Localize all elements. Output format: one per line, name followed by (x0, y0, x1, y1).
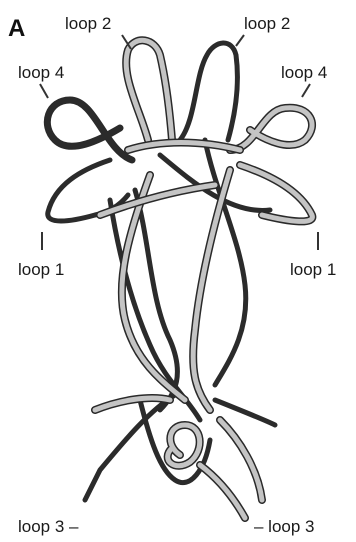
pointer-loop2-right (236, 35, 244, 46)
dark-strand-loop4 (47, 100, 132, 160)
label-loop4-left: loop 4 (18, 63, 64, 82)
label-loop1-left: loop 1 (18, 260, 64, 279)
label-loop1-right: loop 1 (290, 260, 336, 279)
light-strand-loop4 (230, 108, 312, 150)
pointer-loop4-left (40, 84, 48, 98)
label-loop3-left: loop 3 – (18, 517, 79, 536)
light-strand-loop1 (240, 165, 312, 221)
dark-chain (47, 43, 275, 500)
label-loop2-left: loop 2 (65, 14, 111, 33)
pointer-loop4-right (302, 84, 310, 97)
dark-strand-loop2 (180, 43, 237, 140)
label-loop3-right: – loop 3 (254, 517, 315, 536)
label-loop2-right: loop 2 (244, 14, 290, 33)
label-loop4-right: loop 4 (281, 63, 327, 82)
light-strand-loop2 (126, 40, 172, 140)
panel-label: A (8, 15, 25, 42)
